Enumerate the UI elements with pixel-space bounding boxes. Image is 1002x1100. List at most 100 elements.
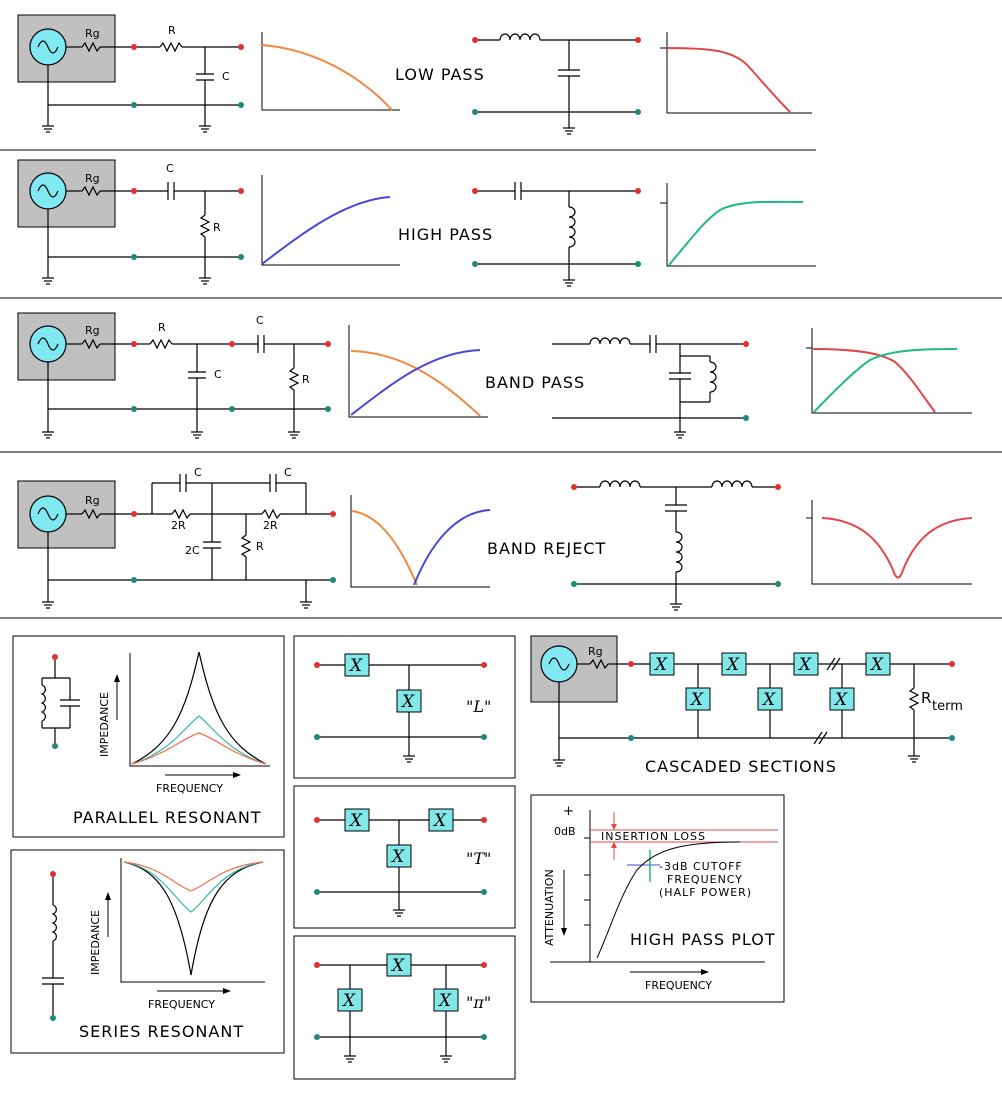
r-label: R bbox=[256, 540, 264, 553]
parallel-resonant-title: PARALLEL RESONANT bbox=[73, 808, 262, 827]
c-label: C bbox=[166, 162, 174, 175]
band-pass-lc-circuit bbox=[552, 335, 749, 439]
terminal bbox=[131, 406, 137, 412]
cascaded-sections-diagram: Rg X X X X X X X R term bbox=[530, 635, 963, 776]
band-reject-rc-circuit: Rg 2R 2R C C 2C R bbox=[17, 466, 336, 609]
high-pass-lc-response-plot bbox=[660, 183, 816, 267]
band-pass-rc-response-plot bbox=[348, 325, 488, 418]
low-pass-rc-circuit: Rg R C bbox=[17, 14, 244, 133]
resonant-curve bbox=[131, 732, 267, 765]
terminal bbox=[229, 406, 235, 412]
rg-label: Rg bbox=[85, 494, 100, 507]
high-pass-plot-panel: + 0dB INSERTION LOSS -3dB CUTOFF FREQUEN… bbox=[530, 794, 785, 1003]
two-c-label: 2C bbox=[185, 544, 200, 557]
r-term-label: R bbox=[921, 689, 931, 707]
insertion-loss-label: INSERTION LOSS bbox=[601, 830, 706, 843]
low-pass-title: LOW PASS bbox=[395, 65, 485, 84]
terminal bbox=[481, 662, 487, 668]
t-section-panel: X X X "T" bbox=[293, 785, 516, 929]
terminal bbox=[481, 1034, 487, 1040]
attenuation-axis-label: ATTENUATION bbox=[543, 869, 556, 946]
terminal bbox=[238, 254, 244, 260]
c-label: C bbox=[214, 368, 222, 381]
terminal bbox=[628, 735, 634, 741]
reactance-label: X bbox=[400, 692, 415, 712]
series-resonant-title: SERIES RESONANT bbox=[79, 1022, 244, 1041]
reactance-label: X bbox=[725, 655, 740, 675]
terminal bbox=[472, 261, 478, 267]
cutoff-label-line-1: -3dB CUTOFF bbox=[659, 860, 743, 873]
terminal bbox=[472, 188, 478, 194]
band-reject-lc-circuit bbox=[571, 480, 781, 611]
r-label: R bbox=[158, 321, 166, 334]
impedance-axis-label: IMPEDANCE bbox=[98, 692, 111, 757]
response-curve bbox=[821, 517, 973, 579]
resonant-curve bbox=[123, 861, 264, 892]
terminal bbox=[131, 254, 137, 260]
rg-label: Rg bbox=[85, 324, 100, 337]
terminal bbox=[314, 962, 320, 968]
terminal bbox=[571, 581, 577, 587]
reactance-label: X bbox=[797, 655, 812, 675]
response-curve bbox=[813, 348, 958, 413]
cutoff-label-line-2: FREQUENCY bbox=[667, 873, 743, 886]
low-pass-lc-circuit bbox=[472, 33, 641, 135]
high-pass-title: HIGH PASS bbox=[398, 225, 493, 244]
reactance-label: X bbox=[341, 991, 356, 1011]
terminal bbox=[325, 341, 331, 347]
terminal bbox=[472, 37, 478, 43]
resonant-curve bbox=[131, 715, 267, 765]
terminal bbox=[50, 1015, 56, 1021]
terminal bbox=[314, 889, 320, 895]
terminal bbox=[131, 577, 137, 583]
reactance-label: X bbox=[869, 655, 884, 675]
c-label: C bbox=[222, 70, 230, 83]
c-label: C bbox=[256, 314, 264, 327]
terminal bbox=[229, 341, 235, 347]
response-curve bbox=[413, 509, 491, 586]
terminal bbox=[481, 962, 487, 968]
reactance-label: X bbox=[833, 690, 848, 710]
band-reject-rc-response-plot bbox=[350, 495, 491, 588]
terminal bbox=[131, 44, 137, 50]
r-term-subscript: term bbox=[932, 699, 963, 714]
terminal bbox=[481, 817, 487, 823]
low-pass-lc-response-plot bbox=[660, 32, 812, 114]
impedance-axis-label: IMPEDANCE bbox=[89, 910, 102, 975]
response-curve bbox=[668, 200, 804, 266]
band-reject-lc-response-plot bbox=[806, 500, 973, 585]
reactance-label: X bbox=[348, 656, 363, 676]
terminal bbox=[131, 188, 137, 194]
reactance-label: X bbox=[761, 690, 776, 710]
terminal bbox=[743, 415, 749, 421]
terminal bbox=[52, 743, 58, 749]
rg-label: Rg bbox=[588, 645, 603, 658]
r-label: R bbox=[302, 373, 310, 386]
terminal bbox=[238, 44, 244, 50]
terminal bbox=[635, 37, 641, 43]
terminal bbox=[949, 735, 955, 741]
band-pass-title: BAND PASS bbox=[485, 373, 585, 392]
terminal bbox=[472, 109, 478, 115]
terminal bbox=[635, 109, 641, 115]
terminal bbox=[775, 581, 781, 587]
low-pass-rc-response-plot bbox=[261, 32, 400, 111]
high-pass-rc-response-plot bbox=[261, 175, 400, 266]
terminal bbox=[131, 341, 137, 347]
cutoff-label-line-3: (HALF POWER) bbox=[659, 886, 752, 899]
row-separators bbox=[0, 149, 1002, 619]
reactance-label: X bbox=[348, 811, 363, 831]
terminal bbox=[314, 662, 320, 668]
l-section-label: "L" bbox=[466, 697, 491, 716]
terminal bbox=[743, 341, 749, 347]
response-curve bbox=[812, 348, 936, 413]
pi-section-panel: X X X "π" bbox=[293, 935, 516, 1080]
terminal bbox=[325, 406, 331, 412]
band-pass-rc-circuit: Rg R C C R bbox=[17, 312, 331, 439]
terminal bbox=[635, 261, 641, 267]
pi-section-label: "π" bbox=[466, 993, 491, 1012]
high-pass-rc-circuit: Rg C R bbox=[17, 159, 244, 285]
terminal bbox=[481, 734, 487, 740]
response-curve bbox=[350, 350, 481, 417]
